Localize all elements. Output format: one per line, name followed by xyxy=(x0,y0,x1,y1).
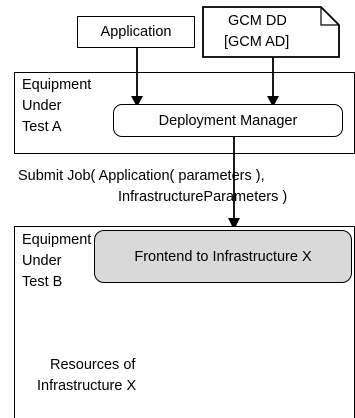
eut-b-label-line3: Test B xyxy=(22,274,63,290)
resources-label-line1: Resources of xyxy=(50,357,136,373)
frontend-label: Frontend to Infrastructure X xyxy=(134,248,312,265)
submit-job-line1: Submit Job( Application( parameters ), xyxy=(18,168,265,184)
resources-label-line2: Infrastructure X xyxy=(37,378,137,394)
gcm-document-shape xyxy=(202,6,340,58)
eut-b-label-line2: Under xyxy=(22,253,62,269)
submit-job-line2: InfrastructureParameters ) xyxy=(118,189,288,205)
deployment-manager-box: Deployment Manager xyxy=(113,104,343,137)
deployment-manager-label: Deployment Manager xyxy=(158,112,298,129)
frontend-box: Frontend to Infrastructure X xyxy=(94,230,352,283)
eut-b-label-line1: Equipment xyxy=(22,232,92,248)
eut-a-label-line3: Test A xyxy=(22,119,62,135)
eut-a-label-line1: Equipment xyxy=(22,77,92,93)
application-label: Application xyxy=(100,24,172,40)
gcm-dd-label: GCM DD xyxy=(228,13,287,29)
application-box: Application xyxy=(77,16,195,48)
eut-a-label-line2: Under xyxy=(22,98,62,114)
gcm-ad-label: [GCM AD] xyxy=(224,34,290,50)
